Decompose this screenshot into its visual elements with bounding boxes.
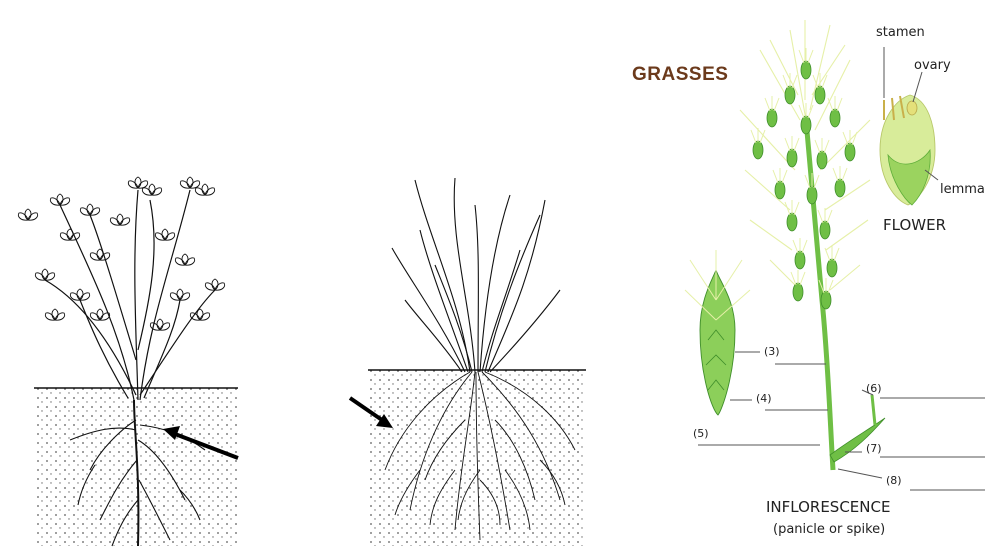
ovary-leader-line [913, 72, 922, 102]
label-8-leader-line [838, 469, 882, 478]
ovary-label: ovary [914, 58, 951, 73]
inflorescence-title: INFLORESCENCE [766, 498, 890, 516]
label-4: (4) [756, 392, 772, 405]
inflorescence-subtitle: (panicle or spike) [773, 522, 885, 537]
label-6: (6) [866, 382, 882, 395]
label-5: (5) [693, 427, 709, 440]
flower-label: FLOWER [883, 216, 946, 234]
label-7: (7) [866, 442, 882, 455]
fibrous-root-plant-illustration [350, 172, 586, 546]
label-3: (3) [764, 345, 780, 358]
grasses-title: GRASSES [632, 64, 728, 86]
grass-anatomy-illustration [685, 20, 985, 490]
label-8: (8) [886, 474, 902, 487]
spikelet-detail [685, 250, 750, 415]
taproot-plant-illustration [6, 166, 238, 546]
lemma-label: lemma [940, 182, 985, 197]
stamen-label: stamen [876, 25, 925, 40]
flower-detail [880, 95, 935, 205]
